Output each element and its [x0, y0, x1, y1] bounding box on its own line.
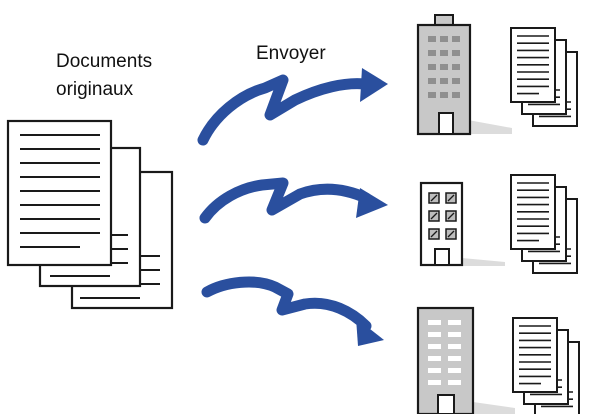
received-page [510, 174, 556, 250]
received-page [512, 317, 558, 393]
office-block-icon [416, 306, 515, 414]
original-documents-label: Documents originaux [56, 48, 152, 104]
source-documents-icon [6, 119, 174, 310]
send-label: Envoyer [256, 43, 326, 64]
original-documents-label-line2: originaux [56, 79, 134, 100]
apartment-building-icon [419, 181, 505, 267]
original-documents-label-line1: Documents [56, 51, 153, 72]
source-document-front [6, 119, 113, 267]
received-documents-icon [510, 174, 578, 274]
office-tower-icon [416, 14, 512, 136]
received-documents-icon [510, 27, 578, 127]
received-page [510, 27, 556, 103]
send-arrow-icon [199, 177, 388, 224]
send-arrow-icon [201, 276, 384, 346]
received-documents-icon [512, 317, 580, 414]
send-arrow-icon [197, 68, 388, 146]
